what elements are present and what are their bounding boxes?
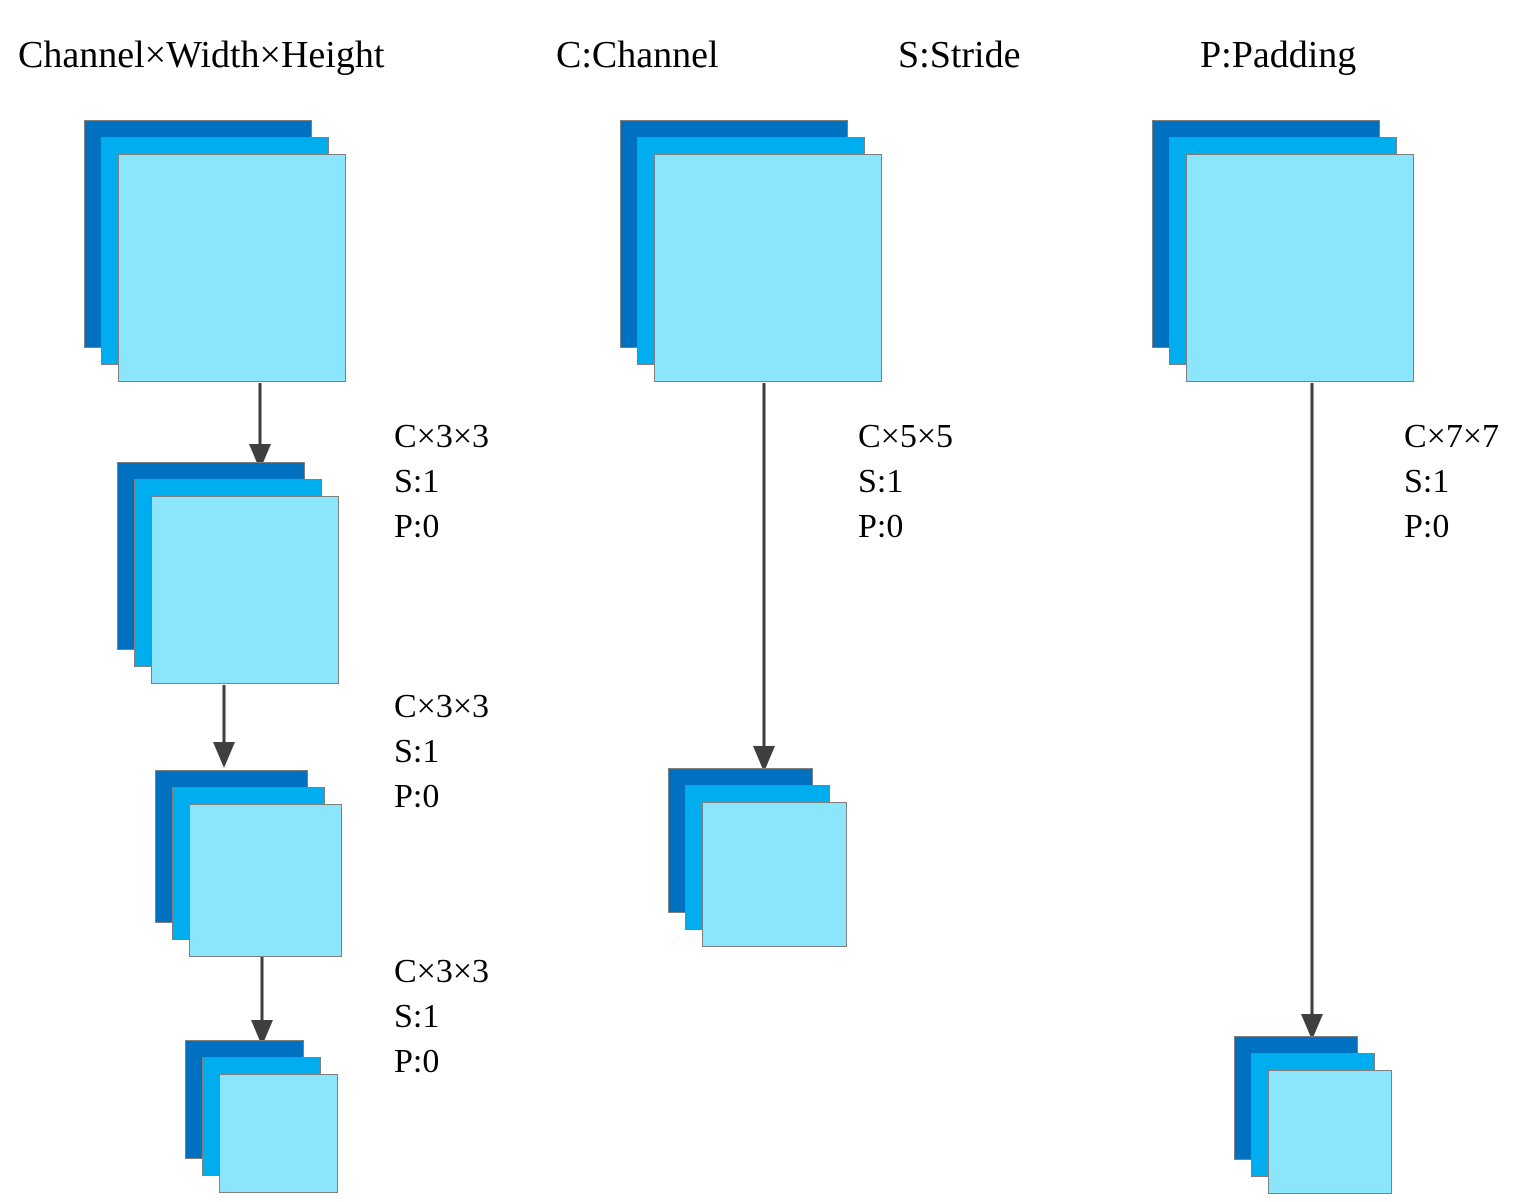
feature-map-block-1a-layer-front bbox=[118, 154, 346, 382]
feature-map-block-1d bbox=[185, 1040, 338, 1193]
legend-padding: P:Padding bbox=[1200, 34, 1357, 76]
feature-map-block-3b bbox=[1234, 1036, 1392, 1194]
conv-params-5-line-0: C×7×7 bbox=[1404, 418, 1500, 455]
feature-map-block-3a-layer-front bbox=[1186, 154, 1414, 382]
conv-params-1-line-1: S:1 bbox=[394, 462, 440, 500]
feature-map-block-1a bbox=[84, 120, 346, 382]
arrow-1c-to-1d bbox=[248, 957, 276, 1046]
legend-dimensions: Channel×Width×Height bbox=[18, 34, 385, 76]
conv-params-4-line-1: S:1 bbox=[858, 462, 904, 500]
arrow-3a-to-3b bbox=[1298, 383, 1326, 1040]
feature-map-block-1c bbox=[155, 770, 342, 957]
feature-map-block-1c-layer-front bbox=[189, 804, 342, 957]
conv-params-2-line-0: C×3×3 bbox=[394, 688, 490, 725]
feature-map-block-2a bbox=[620, 120, 882, 382]
conv-params-1-line-2: P:0 bbox=[394, 507, 440, 545]
conv-params-3-line-0: C×3×3 bbox=[394, 953, 490, 990]
arrow-2a-to-2b bbox=[750, 383, 778, 772]
conv-params-5-line-1: S:1 bbox=[1404, 462, 1450, 500]
legend-stride: S:Stride bbox=[898, 34, 1021, 76]
conv-params-5-line-2: P:0 bbox=[1404, 507, 1450, 545]
feature-map-block-2b-layer-front bbox=[702, 802, 847, 947]
arrow-1a-to-1b bbox=[246, 383, 274, 470]
conv-params-3-line-1: S:1 bbox=[394, 997, 440, 1035]
feature-map-block-3a bbox=[1152, 120, 1414, 382]
feature-map-block-1b-layer-front bbox=[151, 496, 339, 684]
feature-map-block-1d-layer-front bbox=[219, 1074, 338, 1193]
feature-map-block-3b-layer-front bbox=[1268, 1070, 1392, 1194]
feature-map-block-1b bbox=[117, 462, 339, 684]
conv-params-4-line-2: P:0 bbox=[858, 507, 904, 545]
conv-params-1-line-0: C×3×3 bbox=[394, 418, 490, 455]
legend-channel: C:Channel bbox=[556, 34, 719, 76]
arrow-1b-to-1c bbox=[210, 685, 238, 768]
feature-map-block-2a-layer-front bbox=[654, 154, 882, 382]
conv-params-3-line-2: P:0 bbox=[394, 1042, 440, 1080]
conv-params-4-line-0: C×5×5 bbox=[858, 418, 954, 455]
conv-params-2-line-2: P:0 bbox=[394, 777, 440, 815]
conv-params-2-line-1: S:1 bbox=[394, 732, 440, 770]
feature-map-block-2b bbox=[668, 768, 847, 947]
